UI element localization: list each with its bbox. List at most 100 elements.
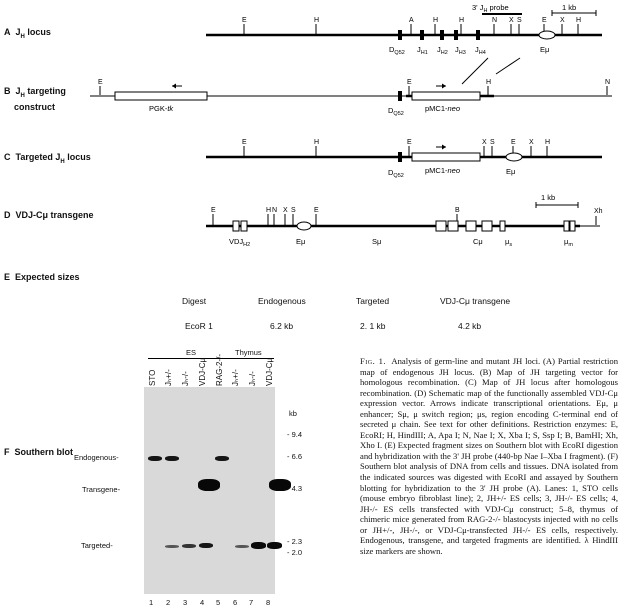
marker-label: 9.4: [291, 430, 303, 439]
lane-label: VDJ-Cμ: [198, 357, 207, 386]
marker-label: 2.3: [291, 537, 303, 546]
marker-label: 6.6: [291, 452, 303, 461]
site-label: H: [459, 17, 464, 24]
lane-number: 2: [166, 598, 171, 607]
lane-number: 7: [249, 598, 254, 607]
scale-bar-label: 1 kb: [562, 3, 576, 12]
site-label: A: [409, 17, 414, 24]
site-label: H: [433, 17, 438, 24]
site-label: E: [242, 139, 247, 146]
table-header-transgene: VDJ-Cμ transgene: [440, 296, 511, 306]
lane-number: 4: [200, 598, 205, 607]
neo-label: pMC1-neo: [425, 166, 460, 175]
site-label: H: [314, 139, 319, 146]
site-label: E: [98, 79, 103, 86]
band-endogenous: [215, 456, 229, 461]
group-label-es: ES: [186, 348, 197, 357]
lane-label: Jₕ+/-: [164, 369, 173, 386]
vdj-label: VDJH2: [229, 237, 250, 248]
lane-number: 8: [266, 598, 271, 607]
section-a-title: A JH locus: [4, 27, 51, 40]
blot-image: [144, 387, 291, 594]
dq52-label: DQ52: [388, 168, 404, 179]
table-header-digest: Digest: [182, 296, 207, 306]
band-label-targeted: Targeted-: [81, 541, 113, 550]
site-label: X: [283, 207, 288, 214]
emu-label: Eμ: [506, 167, 515, 176]
scale-bar-label: 1 kb: [541, 193, 555, 202]
band-label-transgene: Transgene-: [82, 485, 121, 494]
site-label: S: [517, 17, 522, 24]
emu-label: Eμ: [540, 45, 549, 54]
marker-label: 4.3: [291, 484, 303, 493]
band-transgene: [198, 479, 220, 491]
band-label-endogenous: Endogenous-: [74, 453, 119, 462]
caption-text: Analysis of germ-line and mutant JH loci…: [360, 356, 619, 556]
site-label: X: [560, 17, 565, 24]
site-label: S: [490, 139, 495, 146]
band-targeted: [182, 544, 196, 548]
site-label: H: [314, 17, 319, 24]
group-bar-es: [148, 358, 234, 359]
jh3-label: JH3: [455, 45, 466, 56]
site-label: E: [211, 207, 216, 214]
table-cell-digest: EcoR 1: [185, 321, 213, 331]
section-f-title: F Southern blot: [4, 447, 74, 457]
site-label: N: [605, 79, 610, 86]
section-b-title: B JH targeting construct: [4, 86, 66, 112]
lane-label: Jₕ-/-: [248, 371, 257, 386]
kb-label: kb: [289, 409, 297, 418]
site-label: Xh: [594, 208, 603, 215]
caption-fig-label: Fig. 1.: [360, 356, 387, 366]
site-label: X: [482, 139, 487, 146]
jh2-label: JH2: [437, 45, 448, 56]
figure-caption: Fig. 1. Analysis of germ-line and mutant…: [360, 356, 618, 556]
mus-label: μs: [505, 237, 512, 248]
band-endogenous: [165, 456, 179, 461]
cmu-label: Cμ: [473, 237, 483, 246]
lane-label: RAG-2-/-: [215, 354, 224, 386]
section-e-title: E Expected sizes: [4, 272, 80, 282]
lane-label: STO: [148, 369, 157, 386]
site-label: B: [455, 207, 460, 214]
site-label: S: [291, 207, 296, 214]
table-cell-transgene: 4.2 kb: [458, 321, 482, 331]
lane-number: 5: [216, 598, 221, 607]
jh4-label: JH4: [475, 45, 486, 56]
neo-label: pMC1-neo: [425, 104, 460, 113]
section-c-title: C Targeted JH locus: [4, 152, 91, 165]
lane-number: 1: [149, 598, 154, 607]
site-label: N: [492, 17, 497, 24]
band-transgene: [269, 479, 291, 491]
restriction-maps: 3' JH probe 1 kb E H A H H N X S E X H D…: [90, 3, 612, 248]
map-d: 1 kb E H N X S E B Xh VDJH2 Eμ Sμ Cμ μs …: [206, 193, 603, 248]
band-targeted: [267, 542, 282, 549]
group-label-thymus: Thymus: [235, 348, 262, 357]
lane-label: VDJ-Cμ: [265, 357, 274, 386]
marker-label: 2.0: [291, 548, 303, 557]
group-bar-thymus: [218, 358, 274, 359]
site-label: H: [486, 79, 491, 86]
emu-label: Eμ: [296, 237, 305, 246]
table-header-targeted: Targeted: [356, 296, 390, 306]
table-cell-endogenous: 6.2 kb: [270, 321, 294, 331]
map-c: E H E X S E X H DQ52 pMC1-neo Eμ: [206, 139, 602, 179]
table-cell-targeted: 2. 1 kb: [360, 321, 386, 331]
band-targeted: [251, 542, 266, 549]
site-label: E: [407, 79, 412, 86]
site-label: E: [407, 139, 412, 146]
band-targeted: [235, 545, 249, 548]
site-label: E: [511, 139, 516, 146]
lane-label: Jₕ+/-: [231, 369, 240, 386]
site-label: X: [509, 17, 514, 24]
map-b: E E H N PGK-tk DQ52 pMC1-neo: [90, 79, 612, 117]
site-label: N: [272, 207, 277, 214]
jh1-label: JH1: [417, 45, 428, 56]
lane-number: 6: [233, 598, 238, 607]
mum-label: μm: [564, 237, 573, 248]
lane-number: 3: [183, 598, 188, 607]
site-label: H: [545, 139, 550, 146]
site-label: H: [266, 207, 271, 214]
probe-label: 3' JH probe: [472, 3, 509, 14]
band-endogenous: [148, 456, 162, 461]
